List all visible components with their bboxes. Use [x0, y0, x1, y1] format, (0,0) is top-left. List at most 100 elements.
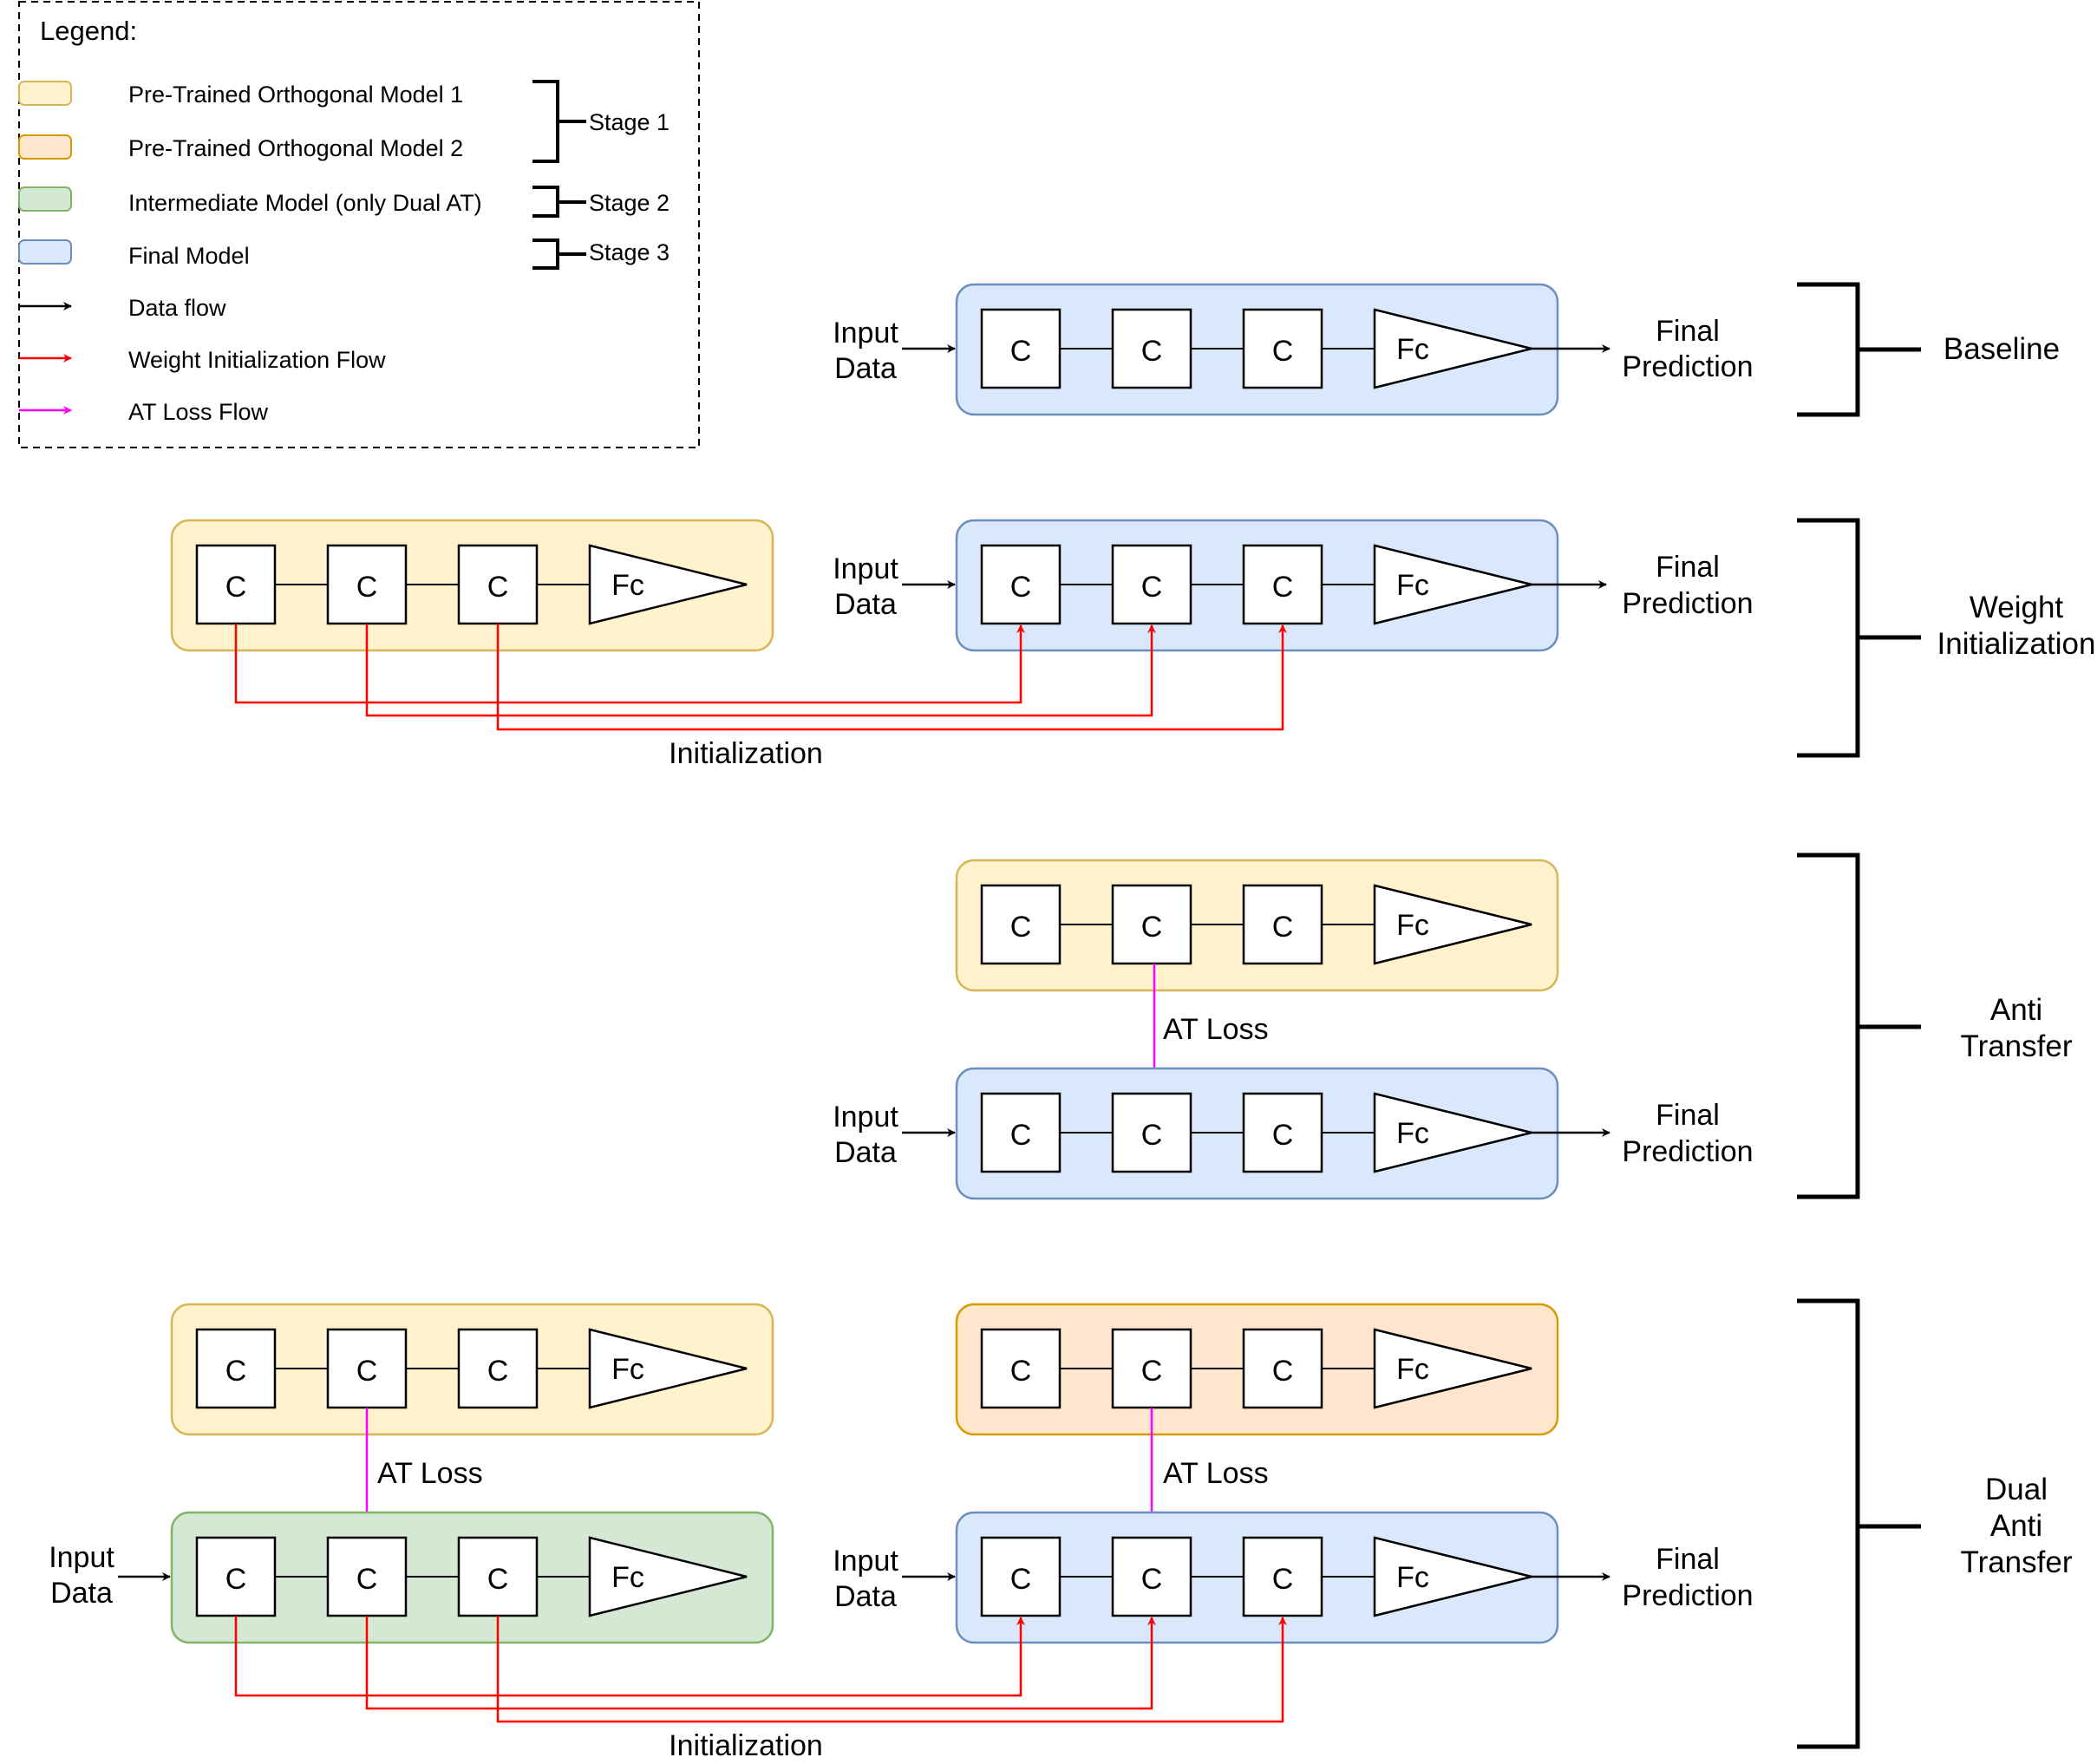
- input-data-label: Input: [833, 1545, 898, 1578]
- conv-block-label: C: [1272, 1119, 1294, 1152]
- final-prediction-label: Final: [1656, 315, 1720, 348]
- conv-block: [1242, 308, 1323, 389]
- dual-anti-transfer-label: Transfer: [1960, 1545, 2072, 1579]
- weight-initialization-label: Initialization: [1937, 627, 2096, 661]
- anti-transfer-label: Anti: [1990, 993, 2042, 1027]
- conv-block: [326, 1328, 408, 1409]
- stage-1-label: Stage 1: [589, 109, 670, 135]
- conv-block: [980, 1092, 1062, 1173]
- legend-label-init-flow: Weight Initialization Flow: [128, 347, 386, 373]
- legend-frame: [18, 1, 700, 448]
- stage-3-bracket: [532, 238, 586, 270]
- fc-block: [588, 1536, 748, 1617]
- weight-initialization-label: Weight: [1970, 591, 2064, 624]
- intermediate-model-network: C C C Fc: [170, 1511, 774, 1644]
- legend-swatch-final: [18, 239, 72, 265]
- legend-swatch-intermediate: [18, 186, 72, 212]
- conv-block-label: C: [1141, 1355, 1163, 1388]
- fc-block-label: Fc: [1396, 1117, 1429, 1150]
- fc-block: [1373, 884, 1532, 965]
- conv-block: [1242, 1536, 1323, 1617]
- weight-initialization-row: C C C Fc Input Data C C C Fc Final Predi…: [170, 518, 2096, 770]
- conv-block-label: C: [1272, 571, 1294, 604]
- conv-block-label: C: [1010, 1355, 1032, 1388]
- conv-block-label: C: [1141, 571, 1163, 604]
- conv-block-label: C: [356, 1355, 378, 1388]
- input-data-label: Data: [834, 588, 897, 621]
- fc-block-label: Fc: [1396, 909, 1429, 942]
- conv-block: [1111, 1328, 1192, 1409]
- init-arrow: [365, 624, 1156, 717]
- stage-2-bracket: [532, 186, 586, 218]
- stage-3-label: Stage 3: [589, 239, 670, 265]
- final-model-network: C C C Fc: [955, 1511, 1559, 1644]
- fc-block: [588, 544, 748, 625]
- fc-block: [588, 1328, 748, 1409]
- legend-title: Legend:: [40, 16, 137, 46]
- pretrained-model-1-network: C C C Fc: [170, 519, 774, 652]
- conv-block-label: C: [487, 571, 509, 604]
- conv-block: [980, 308, 1062, 389]
- initialization-flow: [234, 624, 1287, 731]
- legend-label-final: Final Model: [128, 243, 250, 269]
- fc-block: [1373, 308, 1532, 389]
- weight-initialization-bracket: [1797, 518, 1921, 758]
- conv-block: [1111, 1092, 1192, 1173]
- initialization-flow: [234, 1616, 1287, 1723]
- conv-block: [457, 1328, 539, 1409]
- conv-block-label: C: [1010, 571, 1032, 604]
- init-arrow: [365, 1616, 1156, 1710]
- conv-block-label: C: [1010, 1119, 1032, 1152]
- conv-block-label: C: [1010, 335, 1032, 368]
- conv-block: [1242, 1328, 1323, 1409]
- final-model-network: C C C Fc: [955, 519, 1559, 652]
- init-arrow: [234, 1616, 1025, 1697]
- legend-label-at-loss: AT Loss Flow: [128, 399, 269, 425]
- anti-transfer-bracket: [1797, 853, 1921, 1199]
- legend-label-data-flow: Data flow: [128, 295, 226, 321]
- fc-block-label: Fc: [1396, 1561, 1429, 1594]
- input-data-label: Data: [50, 1577, 113, 1610]
- conv-block: [457, 1536, 539, 1617]
- fc-block-label: Fc: [611, 1561, 644, 1594]
- conv-block: [1111, 308, 1192, 389]
- fc-block-label: Fc: [1396, 1353, 1429, 1386]
- pretrained-model-2-network: C C C Fc: [955, 1303, 1559, 1436]
- conv-block-label: C: [1010, 1563, 1032, 1596]
- final-prediction-label: Prediction: [1622, 1135, 1753, 1168]
- conv-block-label: C: [225, 571, 247, 604]
- conv-block: [195, 1536, 277, 1617]
- conv-block: [195, 544, 277, 625]
- legend: Legend: Pre-Trained Orthogonal Model 1 P…: [18, 1, 700, 448]
- conv-block: [1111, 544, 1192, 625]
- final-prediction-label: Final: [1656, 1099, 1720, 1132]
- conv-block: [195, 1328, 277, 1409]
- baseline-row: Input Data C C C Fc Final Prediction Bas…: [833, 282, 2060, 417]
- conv-block-label: C: [1141, 1563, 1163, 1596]
- conv-block: [980, 1536, 1062, 1617]
- conv-block-label: C: [1141, 911, 1163, 944]
- legend-swatch-model-2: [18, 134, 72, 160]
- final-prediction-label: Prediction: [1622, 587, 1753, 620]
- conv-block-label: C: [225, 1355, 247, 1388]
- input-data-label: Data: [834, 1136, 897, 1169]
- anti-transfer-label: Transfer: [1960, 1029, 2072, 1063]
- initialization-label: Initialization: [669, 737, 823, 770]
- conv-block-label: C: [1010, 911, 1032, 944]
- conv-block: [1111, 1536, 1192, 1617]
- input-data-label: Data: [834, 352, 897, 385]
- final-model-network: C C C Fc: [955, 1067, 1559, 1200]
- legend-swatch-model-1: [18, 81, 72, 106]
- final-prediction-label: Prediction: [1622, 350, 1753, 383]
- init-arrow: [234, 624, 1025, 704]
- conv-block: [980, 544, 1062, 625]
- fc-block-label: Fc: [611, 1353, 644, 1386]
- input-data-label: Input: [833, 317, 898, 350]
- conv-block: [1111, 884, 1192, 965]
- fc-block-label: Fc: [611, 569, 644, 602]
- at-loss-label: AT Loss: [1163, 1457, 1269, 1490]
- fc-block-label: Fc: [1396, 333, 1429, 366]
- stage-1-bracket: [532, 80, 586, 163]
- conv-block: [980, 1328, 1062, 1409]
